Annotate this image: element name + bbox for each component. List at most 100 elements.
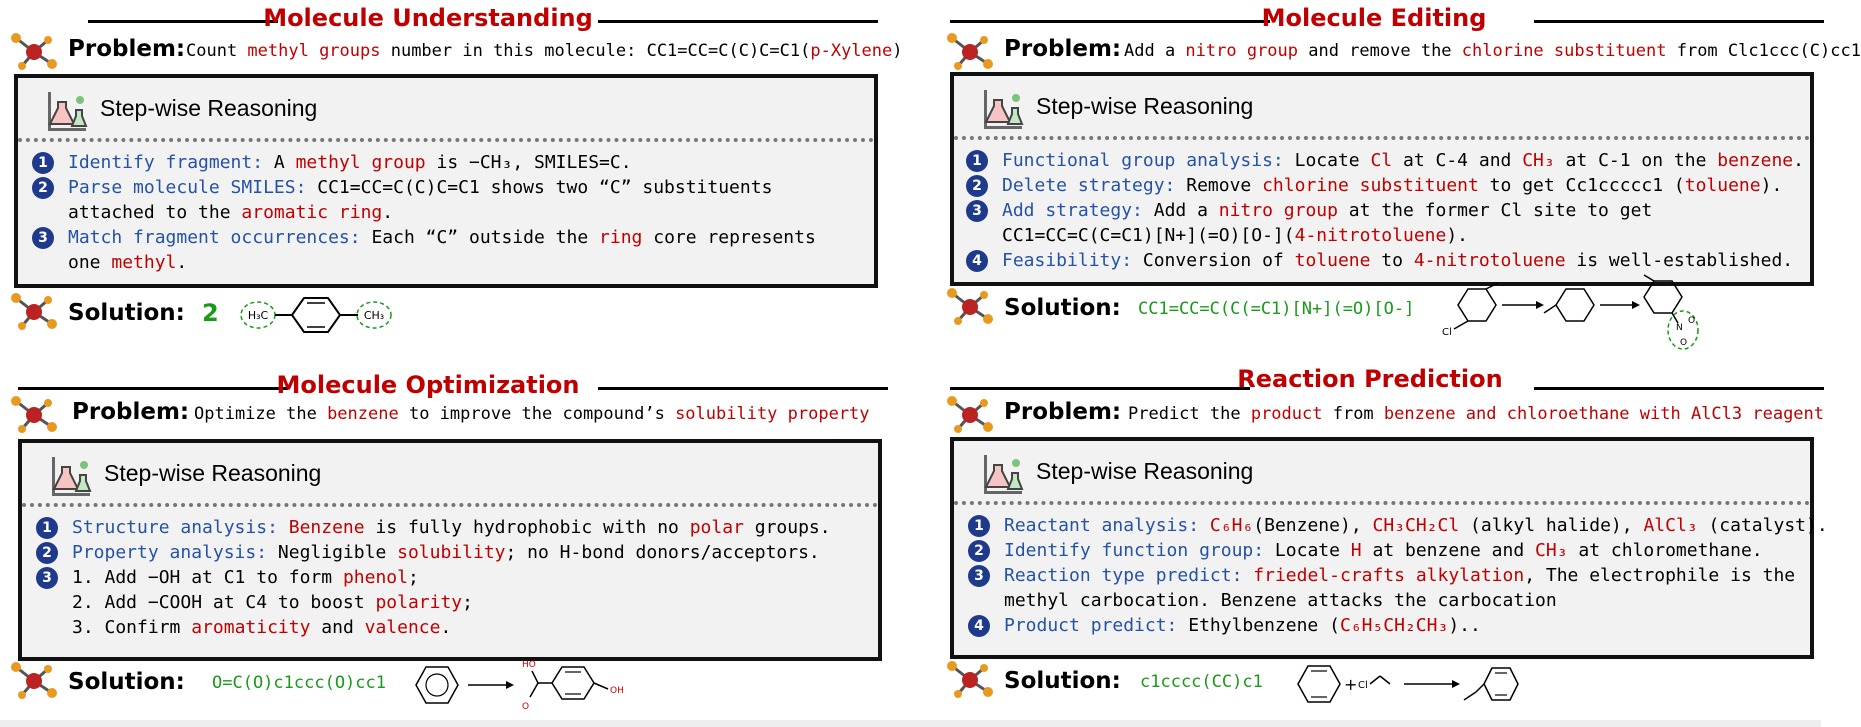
- problem-text-segment: benzene and chloroethane with AlCl3 reag…: [1383, 404, 1825, 424]
- molecule-icon: [947, 661, 993, 698]
- step-line: Parse molecule SMILES: CC1=CC=C(C)C=C1 s…: [68, 175, 866, 200]
- problem-text-segment: number in this molecule: CC1=CC=C(C)C=C1…: [380, 41, 811, 61]
- title-rule-right: [1534, 387, 1824, 390]
- step-number-badge: 3: [36, 567, 58, 589]
- panel-title: Molecule Optimization: [276, 371, 580, 399]
- step-line: 1. Add −OH at C1 to form phenol;: [72, 565, 870, 590]
- problem-text-segment: benzene: [327, 404, 399, 424]
- step-text: Each “C” outside the: [360, 227, 600, 248]
- reaction-scheme: + Cl: [1297, 665, 1519, 703]
- step-line: Add strategy: Add a nitro group at the f…: [1002, 198, 1802, 223]
- step-text: [1242, 565, 1253, 586]
- hydroxyl-label: HO: [522, 660, 536, 670]
- step-text: benzene: [1717, 150, 1794, 171]
- title-rule-left: [950, 20, 1270, 23]
- step-line: Feasibility: Conversion of toluene to 4-…: [1002, 248, 1802, 273]
- step-number-badge: 1: [966, 150, 988, 172]
- molecule-icon: [947, 33, 993, 70]
- panel-molecule-understanding: Molecule Understanding Problem: Count me…: [8, 0, 903, 360]
- step-text: to: [1370, 250, 1414, 271]
- step-line: Identify fragment: A methyl group is −CH…: [68, 150, 866, 175]
- steps-list: 1 Identify fragment: A methyl group is −C…: [32, 150, 866, 275]
- molecule-icon: [947, 396, 993, 433]
- step-number-badge: 1: [32, 152, 54, 174]
- step-number-badge: 3: [32, 227, 54, 249]
- reasoning-step: 1 Identify fragment: A methyl group is −C…: [32, 150, 866, 175]
- step-text: and: [310, 617, 365, 638]
- problem-text-segment: from Clc1ccc(C)cc1: [1666, 41, 1861, 61]
- problem-text-segment: Add a: [1124, 41, 1186, 61]
- problem-text-segment: ): [892, 41, 903, 61]
- panel-reaction-prediction: Reaction Prediction Problem: Predict the…: [944, 365, 1828, 727]
- step-text: solubility: [397, 542, 506, 563]
- step-text: at benzene and: [1361, 540, 1536, 561]
- step-text: methyl carbocation. Benzene attacks the …: [1004, 590, 1557, 611]
- molecule-icon: [11, 293, 57, 330]
- step-text: Remove: [1175, 175, 1263, 196]
- dotted-divider: [18, 138, 874, 142]
- step-line: Identify function group: Locate H at ben…: [1004, 538, 1802, 563]
- bottom-strip: [0, 720, 1821, 727]
- step-line: CC1=CC=C(C=C1)[N+](=O)[O-](4-nitrotoluen…: [1002, 223, 1802, 248]
- problem-label: Problem:: [1004, 399, 1122, 425]
- lab-flask-icon: [984, 455, 1024, 494]
- step-keyword: Reaction type predict:: [1004, 565, 1243, 586]
- chloro-label: Cl: [1358, 680, 1368, 691]
- step-text: attached to the: [68, 202, 242, 223]
- step-text: .: [176, 252, 188, 273]
- panel-title: Molecule Editing: [1261, 4, 1487, 32]
- step-text: is well-established.: [1565, 250, 1794, 271]
- title-rule-right: [598, 387, 888, 390]
- step-keyword: Product predict:: [1004, 615, 1178, 636]
- lab-flask-icon: [48, 92, 88, 131]
- problem-text-segment: p-Xylene: [810, 41, 893, 61]
- step-number-badge: 4: [968, 615, 990, 637]
- title-rule-left: [18, 387, 288, 390]
- step-text: Conversion of: [1132, 250, 1295, 271]
- step-number-badge: 3: [968, 565, 990, 587]
- problem-text: Add a nitro group and remove the chlorin…: [1124, 41, 1861, 61]
- panel-title-row: Reaction Prediction: [944, 365, 1824, 407]
- step-text: Cl: [1370, 150, 1393, 171]
- molecule-icon: [11, 396, 57, 433]
- problem-text: Count methyl groups number in this molec…: [186, 41, 903, 61]
- step-text: Locate: [1264, 540, 1351, 561]
- step-number-badge: 1: [968, 515, 990, 537]
- lab-flask-icon: [52, 457, 92, 496]
- step-keyword: Match fragment occurrences:: [68, 227, 361, 248]
- step-text: AlCl₃: [1643, 515, 1698, 536]
- step-text: ).: [1446, 225, 1469, 246]
- step-text: CH₃: [1535, 540, 1568, 561]
- step-text: phenol: [342, 567, 408, 588]
- nitro-o-label: O: [1688, 316, 1695, 326]
- step-text: ;: [462, 592, 473, 613]
- step-text: .: [440, 617, 452, 638]
- problem-text-segment: and remove the: [1298, 41, 1462, 61]
- step-text: Add a: [1142, 200, 1219, 221]
- chloro-label: Cl: [1442, 327, 1452, 338]
- step-line: Structure analysis: Benzene is fully hyd…: [72, 515, 870, 540]
- step-text: .: [382, 202, 394, 223]
- reasoning-step: 3 Reaction type predict: friedel-crafts a…: [968, 563, 1802, 613]
- problem-text-segment: nitro group: [1185, 41, 1299, 61]
- step-number-badge: 4: [966, 250, 988, 272]
- carbonyl-o-label: O: [522, 702, 529, 712]
- methyl-label-left: H₃C: [248, 309, 269, 322]
- reasoning-step: 3 Match fragment occurrences: Each “C” ou…: [32, 225, 866, 275]
- dotted-divider: [22, 503, 878, 507]
- step-text: H: [1350, 540, 1362, 561]
- problem-text-segment: to improve the compound’s: [398, 404, 676, 424]
- solution-value: 2: [202, 299, 219, 327]
- step-text: aromaticity: [191, 617, 311, 638]
- problem-text-segment: solubility property: [675, 404, 870, 424]
- solution-label: Solution:: [68, 300, 185, 326]
- step-text: friedel-crafts alkylation: [1253, 565, 1525, 586]
- step-text: (Benzene),: [1253, 515, 1373, 536]
- step-keyword: Identify function group:: [1004, 540, 1265, 561]
